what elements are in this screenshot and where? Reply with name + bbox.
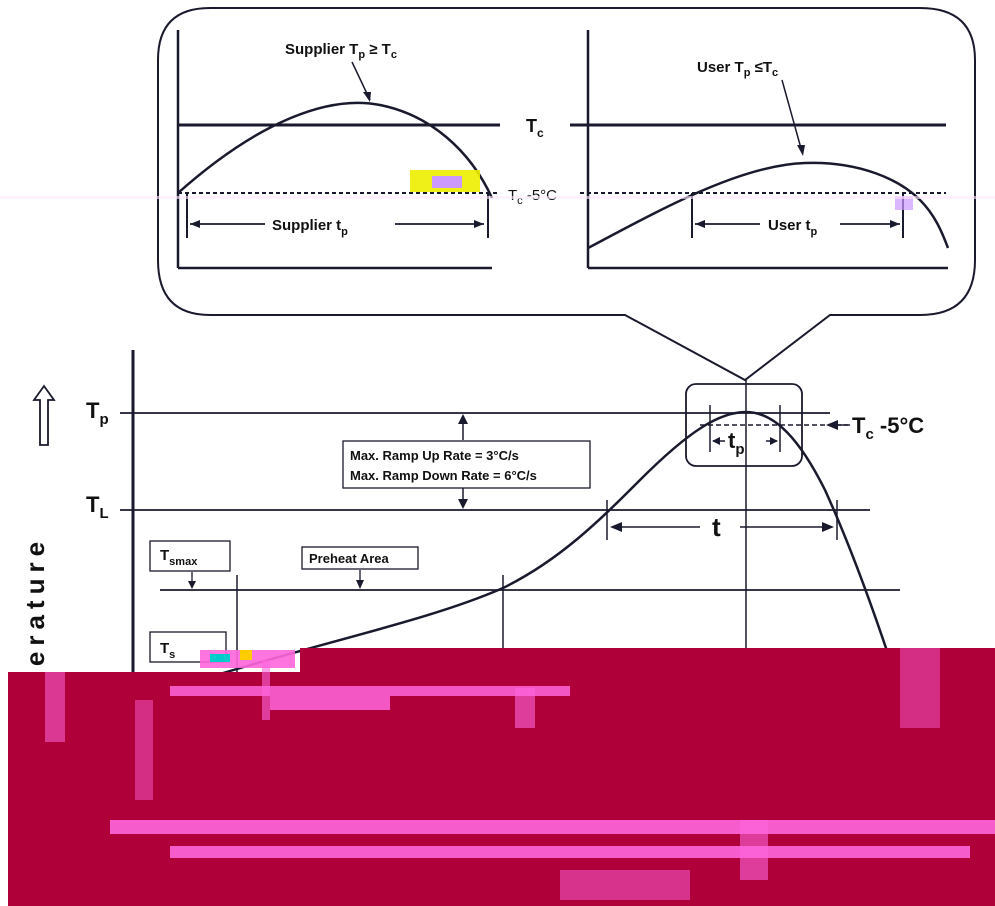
- ramp-arrowhead-up: [458, 414, 468, 424]
- tsmax-arrowhead: [188, 581, 196, 589]
- left-inset-profile-curve: [177, 101, 494, 199]
- ramp-up-rate: Max. Ramp Up Rate = 3°C/s: [350, 448, 519, 463]
- right-inset-profile-curve: [587, 161, 950, 250]
- tsmax-box: [149, 540, 231, 572]
- ramp-down-rate: Max. Ramp Down Rate = 6°C/s: [350, 468, 537, 483]
- right-inset-arrowhead-right: [890, 220, 900, 228]
- right-inset-span-label: User tp: [768, 217, 818, 238]
- left-inset-arrowhead-left: [190, 220, 200, 228]
- t-label: t: [712, 512, 721, 542]
- tp-label: Tp: [86, 398, 109, 428]
- main-tc5-label: Tc -5°C: [852, 413, 924, 443]
- y-axis-arrow-icon: [32, 384, 56, 446]
- left-inset-span-label: Supplier tp: [272, 217, 348, 238]
- main-tc5-arrowhead: [826, 420, 838, 430]
- peak-tp-label: tp: [728, 428, 745, 458]
- right-inset-annotation: User Tp ≤Tc: [697, 59, 778, 79]
- y-axis-label: perature: [20, 536, 50, 688]
- ramp-arrowhead-down: [458, 499, 468, 509]
- peak-tp-arrowhead-left: [712, 437, 720, 445]
- right-inset-annotation-arrowhead: [797, 145, 805, 156]
- ramp-rate-box: [342, 440, 591, 489]
- left-inset-annotation: Supplier Tp ≥ Tc: [285, 41, 397, 61]
- inset-tc-label: Tc: [526, 116, 544, 140]
- tsmax-label: Tsmax: [160, 547, 198, 568]
- main-profile-curve: [199, 410, 892, 682]
- inset-tc5-label: Tc -5°C: [508, 187, 557, 207]
- left-inset-annotation-arrowhead: [363, 92, 371, 102]
- t-span-arrowhead-right: [822, 522, 834, 532]
- left-inset-arrowhead-right: [474, 220, 484, 228]
- tl-label: TL: [86, 492, 109, 522]
- peak-zoom-box: [685, 383, 803, 467]
- right-inset-arrowhead-left: [695, 220, 705, 228]
- preheat-box: [301, 546, 419, 570]
- inset-callout-bubble: [157, 7, 976, 382]
- preheat-arrowhead: [356, 580, 364, 589]
- t-span-arrowhead-left: [610, 522, 622, 532]
- right-inset-annotation-pointer: [781, 79, 803, 153]
- peak-tp-arrowhead-right: [770, 437, 778, 445]
- preheat-label: Preheat Area: [309, 551, 389, 566]
